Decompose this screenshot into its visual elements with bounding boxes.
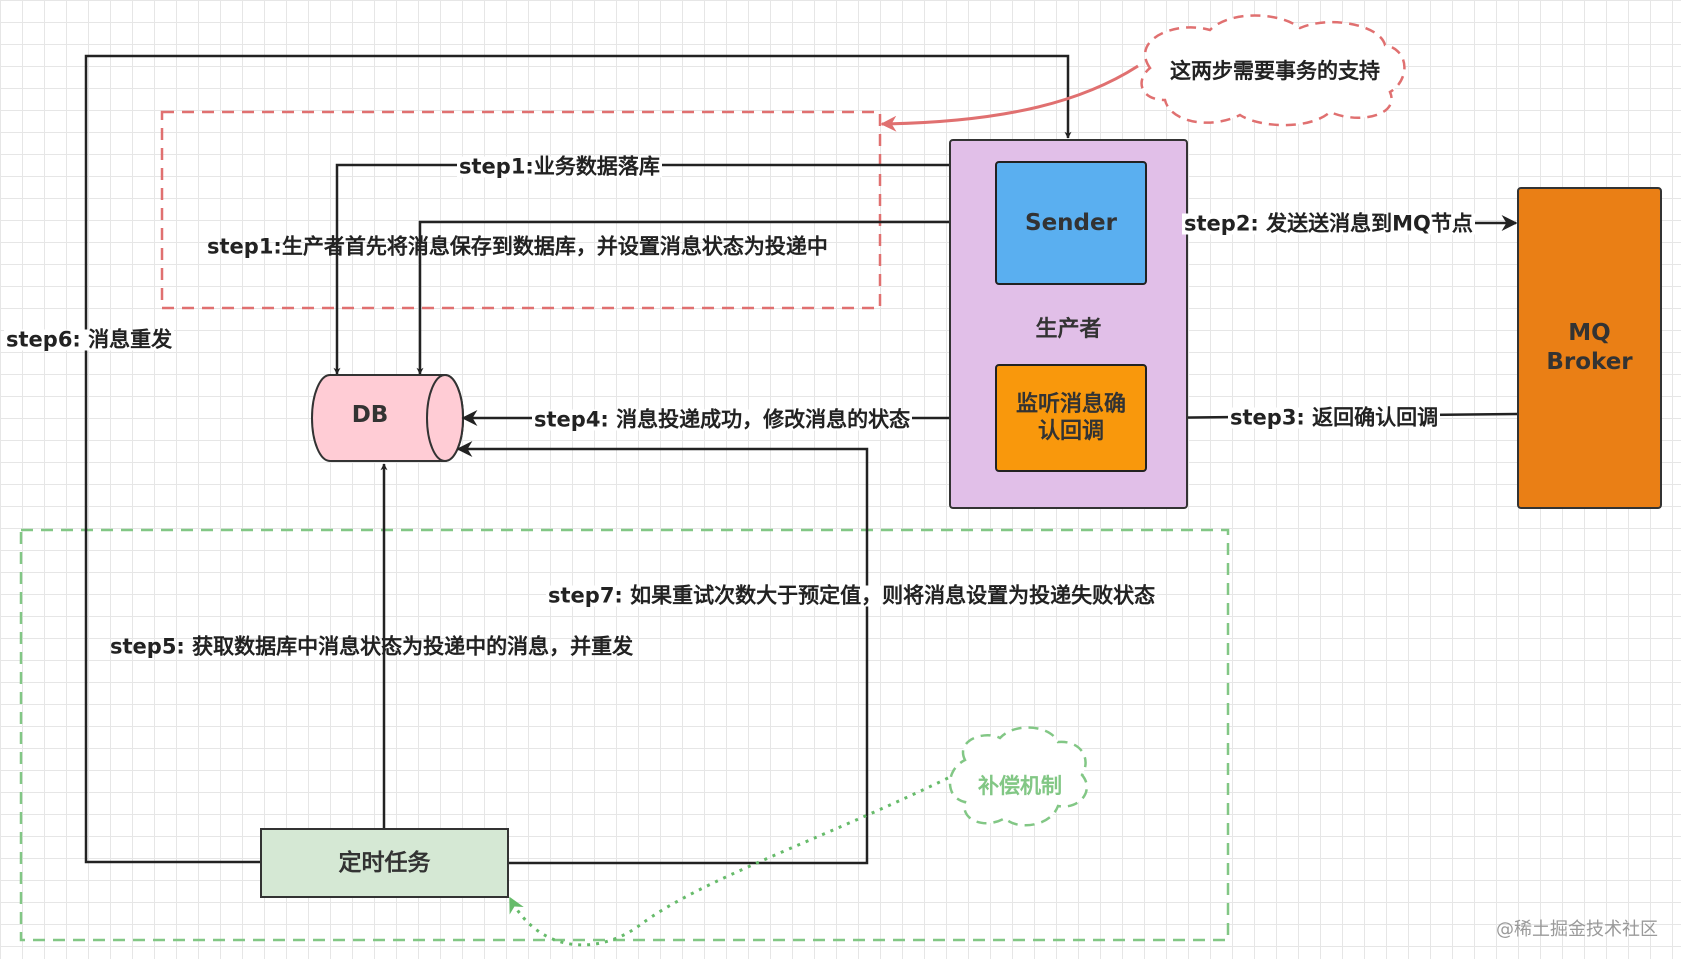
label-step5: step5: 获取数据库中消息状态为投递中的消息，并重发 [110,634,634,659]
edge-step7 [456,441,869,865]
transaction-note-pointer [880,64,1139,132]
edge-step1-b [416,220,995,375]
compensation-note-text: 补偿机制 [978,774,1062,798]
compensation-region [19,528,1230,942]
compensation-note-pointer [508,776,949,947]
label-step7: step7: 如果重试次数大于预定值，则将消息设置为投递失败状态 [546,583,1158,608]
sender-node: Sender [995,161,1147,285]
scheduled-task-node: 定时任务 [260,828,509,898]
compensation-note-cloud [948,726,1088,827]
db-cylinder [311,374,464,462]
edge-step6 [84,54,1072,864]
transaction-note-cloud [1140,14,1406,127]
db-label: DB [351,402,389,428]
transaction-note-text: 这两步需要事务的支持 [1170,59,1380,83]
label-step3: step3: 返回确认回调 [1228,405,1441,430]
transaction-region [160,110,882,310]
producer-label: 生产者 [1035,317,1102,342]
label-step4: step4: 消息投递成功，修改消息的状态 [532,407,913,432]
watermark: @稀土掘金技术社区 [1496,919,1658,940]
listener-node: 监听消息确认回调 [995,364,1147,472]
edge-step1-a [333,163,995,375]
label-step1-a: step1:业务数据落库 [457,154,662,179]
label-step1-b: step1:生产者首先将消息保存到数据库，并设置消息状态为投递中 [207,234,828,259]
label-step6: step6: 消息重发 [4,327,175,352]
label-step2: step2: 发送送消息到MQ节点 [1182,211,1475,236]
